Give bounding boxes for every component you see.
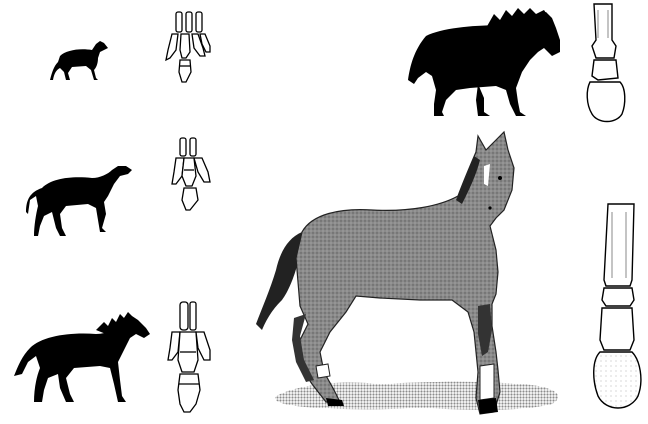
four-toed-foot-bones-icon: [166, 12, 210, 82]
modern-horse-illustration-icon: [256, 132, 558, 414]
single-toed-foot-bones-icon: [587, 4, 625, 122]
single-hoof-foot-bones-icon: [594, 204, 641, 408]
medium-ancestor-horse-icon: [26, 166, 132, 236]
equus-silhouette-icon: [408, 8, 560, 116]
large-ancestor-horse-icon: [14, 312, 150, 402]
three-toed-foot-bones-icon: [172, 138, 210, 210]
three-toed-foot-bones-icon: [168, 302, 210, 412]
small-ancestor-horse-icon: [50, 41, 108, 80]
